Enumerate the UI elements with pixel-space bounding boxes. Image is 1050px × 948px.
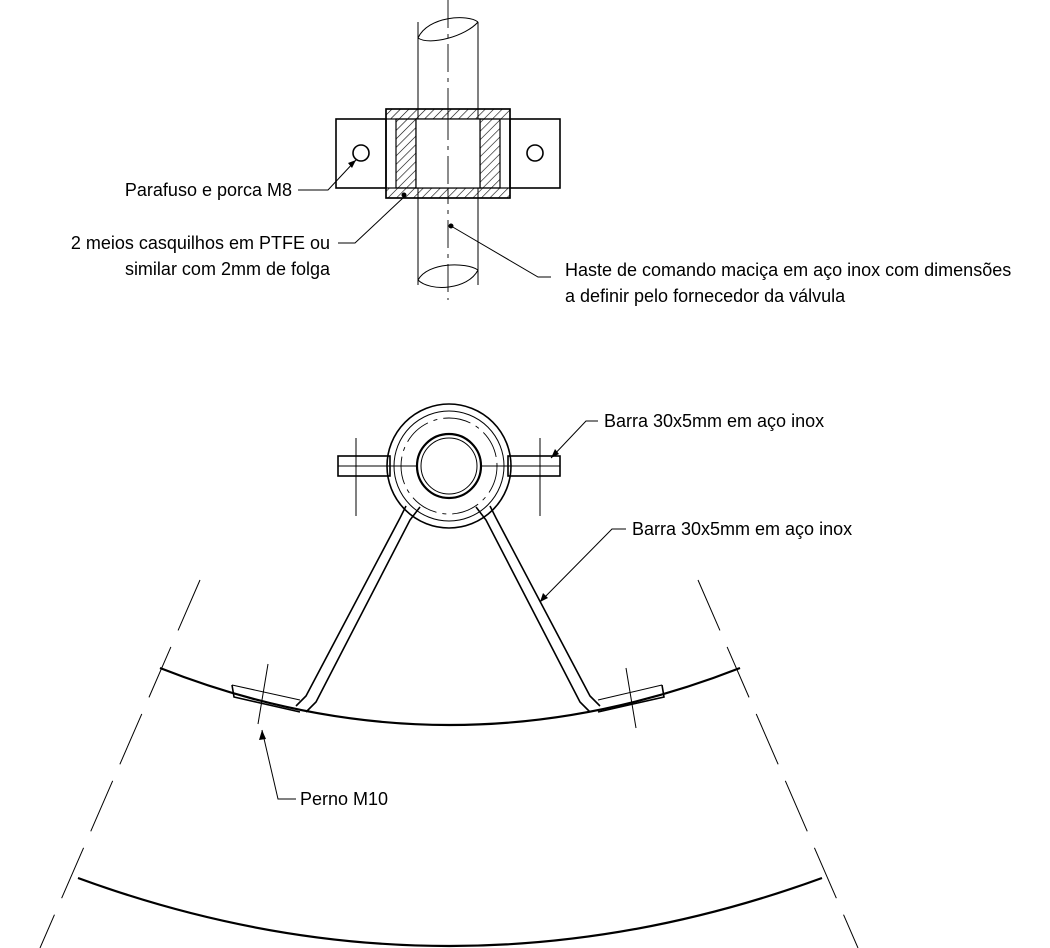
support-bar-right	[475, 505, 601, 713]
label-bushing-line2: similar com 2mm de folga	[125, 259, 331, 279]
ptfe-bushing	[385, 108, 511, 199]
wall-arc-inner	[77, 876, 823, 948]
label-stem-line2: a definir pelo fornecedor da válvula	[565, 286, 846, 306]
leader-bar-top	[550, 420, 598, 459]
leader-anchor	[259, 729, 296, 800]
support-bar-left	[295, 505, 421, 713]
leader-bushing	[338, 192, 407, 244]
clamp-ears	[337, 438, 561, 516]
plan-view: Barra 30x5mm em aço inox Barra 30x5mm em…	[39, 403, 859, 948]
elevation-view: Parafuso e porca M8 2 meios casquilhos e…	[71, 0, 1011, 306]
clamp-plate-left	[335, 118, 387, 189]
leader-stem	[448, 223, 551, 278]
label-bushing-line1: 2 meios casquilhos em PTFE ou	[71, 233, 330, 253]
label-anchor: Perno M10	[300, 789, 388, 809]
label-bar-top: Barra 30x5mm em aço inox	[604, 411, 824, 431]
base-plate-left	[231, 684, 301, 713]
label-stem-line1: Haste de comando maciça em aço inox com …	[565, 260, 1011, 280]
label-bar-side: Barra 30x5mm em aço inox	[632, 519, 852, 539]
leader-bar-side	[539, 528, 626, 603]
leader-bolt	[298, 159, 357, 191]
wall-arc-outer	[159, 666, 741, 727]
clamp-plate-right	[509, 118, 561, 189]
label-bolt: Parafuso e porca M8	[125, 180, 292, 200]
